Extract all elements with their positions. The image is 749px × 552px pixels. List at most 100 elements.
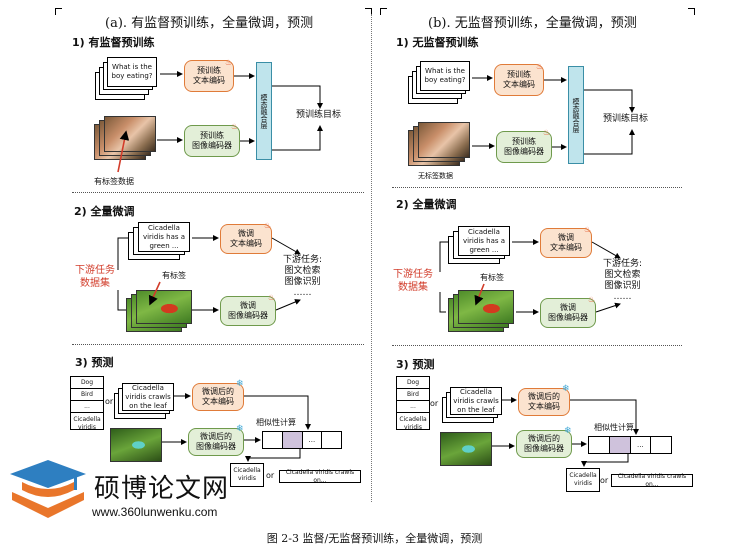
labeled-tag: 有标签 bbox=[480, 273, 504, 282]
finetune-image bbox=[136, 290, 192, 324]
panel-b-title: (b). 无监督预训练，全量微调，预测 bbox=[428, 16, 637, 31]
finetune-text-encoder: 微调 文本编码 bbox=[540, 228, 592, 258]
class-label: Dog bbox=[71, 377, 103, 389]
snowflake-icon: ❄ bbox=[236, 424, 244, 434]
graduation-cap-logo-icon bbox=[10, 460, 86, 518]
prediction-image-encoder-label: 微调后的 图像编码器 bbox=[524, 434, 564, 453]
panel-a-section-3: 3) 预测 bbox=[75, 356, 114, 369]
panel-divider bbox=[371, 14, 372, 502]
section-separator bbox=[392, 187, 682, 188]
corner-mark bbox=[380, 8, 387, 15]
prediction-text-doc: Cicadella viridis crawls on the leaf bbox=[450, 387, 502, 415]
panel-a-section-2: 2) 全量微调 bbox=[74, 205, 135, 218]
prediction-text-encoder: 微调后的 文本编码 bbox=[192, 383, 244, 411]
prediction-text-encoder: 微调后的 文本编码 bbox=[518, 388, 570, 416]
finetune-image-encoder-label: 微调 图像编码器 bbox=[228, 301, 268, 320]
finetune-text-encoder-label: 微调 文本编码 bbox=[550, 233, 582, 252]
question-doc: What is the boy eating? bbox=[107, 57, 157, 87]
panel-b-section-3: 3) 预测 bbox=[396, 358, 435, 371]
similarity-vector: ... bbox=[588, 436, 672, 454]
prediction-image bbox=[440, 432, 492, 466]
section-separator bbox=[392, 345, 682, 346]
fusion-layer-label: 模态融合层 bbox=[572, 97, 580, 133]
watermark-url: www.360lunwenku.com bbox=[92, 505, 218, 519]
training-image bbox=[104, 116, 156, 152]
watermark-name: 硕博论文网 bbox=[94, 474, 230, 504]
panel-a-title: (a). 有监督预训练，全量微调，预测 bbox=[105, 16, 314, 31]
corner-mark bbox=[688, 8, 695, 15]
training-image bbox=[418, 122, 470, 158]
finetune-image bbox=[458, 290, 514, 324]
result-text-box: Cicadella viridis crawls on... bbox=[279, 469, 361, 484]
prediction-text-encoder-label: 微调后的 文本编码 bbox=[528, 392, 560, 411]
vector-cell: ... bbox=[631, 437, 652, 453]
class-label: Cicadella viridis bbox=[399, 416, 427, 431]
flame-icon: ♨ bbox=[225, 58, 233, 67]
result-label-box: Cicadella viridis bbox=[230, 463, 264, 487]
or-label: or bbox=[600, 476, 609, 485]
class-label: Bird bbox=[397, 389, 429, 401]
prediction-text-doc: Cicadella viridis crawls on the leaf bbox=[122, 383, 174, 411]
vector-cell bbox=[609, 437, 631, 453]
section-separator bbox=[72, 344, 364, 345]
flame-icon: ♨ bbox=[231, 122, 239, 131]
finetune-image-encoder: 微调 图像编码器 bbox=[220, 296, 276, 326]
or-label: or bbox=[430, 399, 439, 408]
vector-cell: ... bbox=[303, 432, 323, 448]
question-doc: What is the boy eating? bbox=[420, 61, 470, 91]
fusion-layer: 模态融合层 bbox=[256, 62, 272, 160]
pretrain-image-encoder: 预训练 图像编码器 bbox=[184, 125, 240, 157]
snowflake-icon: ❄ bbox=[564, 426, 572, 436]
class-label: ... bbox=[71, 401, 103, 413]
finetune-text-encoder: 微调 文本编码 bbox=[220, 224, 272, 254]
downstream-tasks: 下游任务: 图文检索 图像识别 …… bbox=[603, 259, 643, 302]
pretrain-image-encoder: 预训练 图像编码器 bbox=[496, 131, 552, 163]
finetune-text-doc: Cicadella viridis has a green ... bbox=[138, 222, 190, 252]
similarity-label: 相似性计算 bbox=[594, 423, 634, 432]
labeled-tag: 有标签 bbox=[162, 271, 186, 280]
flame-icon: ♨ bbox=[588, 295, 596, 304]
prediction-image-encoder: 微调后的 图像编码器 bbox=[188, 428, 244, 456]
downstream-tasks: 下游任务: 图文检索 图像识别 …… bbox=[283, 255, 323, 298]
snowflake-icon: ❄ bbox=[236, 379, 244, 389]
vector-cell bbox=[263, 432, 283, 448]
section-separator bbox=[72, 192, 364, 193]
class-label: ... bbox=[397, 401, 429, 413]
or-label: or bbox=[266, 471, 275, 480]
finetune-text-doc: Cicadella viridis has a green ... bbox=[458, 226, 510, 256]
pretrain-image-encoder-label: 预训练 图像编码器 bbox=[192, 131, 232, 150]
panel-a-section-1: 1) 有监督预训练 bbox=[72, 36, 155, 49]
similarity-label: 相似性计算 bbox=[256, 418, 296, 427]
pretrain-objective: 预训练目标 bbox=[296, 110, 342, 120]
figure-caption: 图 2-3 监督/无监督预训练，全量微调，预测 bbox=[266, 532, 483, 545]
pretrain-text-encoder: 预训练 文本编码 bbox=[494, 64, 544, 96]
fusion-layer-label: 模态融合层 bbox=[260, 93, 268, 129]
pretrain-text-encoder: 预训练 文本编码 bbox=[184, 60, 234, 92]
prediction-text-encoder-label: 微调后的 文本编码 bbox=[202, 387, 234, 406]
or-label: or bbox=[105, 397, 114, 406]
corner-mark bbox=[365, 8, 372, 15]
downstream-dataset-label: 下游任务 数据集 bbox=[393, 269, 433, 293]
pretrain-image-encoder-label: 预训练 图像编码器 bbox=[504, 137, 544, 156]
flame-icon: ♨ bbox=[584, 225, 592, 234]
pretrain-objective: 预训练目标 bbox=[603, 114, 649, 124]
class-label-list: Dog Bird ... Cicadella viridis bbox=[396, 376, 430, 431]
class-label: Bird bbox=[71, 389, 103, 401]
finetune-text-encoder-label: 微调 文本编码 bbox=[230, 229, 262, 248]
result-label-box: Cicadella viridis bbox=[566, 468, 600, 492]
similarity-vector: ... bbox=[262, 431, 342, 449]
downstream-dataset-label: 下游任务 数据集 bbox=[75, 265, 115, 289]
prediction-image-encoder: 微调后的 图像编码器 bbox=[516, 430, 572, 458]
class-label: Dog bbox=[397, 377, 429, 389]
result-text-box: Cicadella viridis crawls on... bbox=[611, 473, 693, 488]
class-label-list: Dog Bird ... Cicadella viridis bbox=[70, 376, 104, 431]
unlabeled-data-label: 无标签数据 bbox=[418, 172, 453, 180]
flame-icon: ♨ bbox=[268, 293, 276, 302]
pretrain-text-encoder-label: 预训练 文本编码 bbox=[503, 70, 535, 89]
pretrain-text-encoder-label: 预训练 文本编码 bbox=[193, 66, 225, 85]
corner-mark bbox=[55, 8, 62, 15]
flame-icon: ♨ bbox=[536, 62, 544, 71]
class-label: Cicadella viridis bbox=[73, 416, 101, 431]
finetune-image-encoder-label: 微调 图像编码器 bbox=[548, 303, 588, 322]
